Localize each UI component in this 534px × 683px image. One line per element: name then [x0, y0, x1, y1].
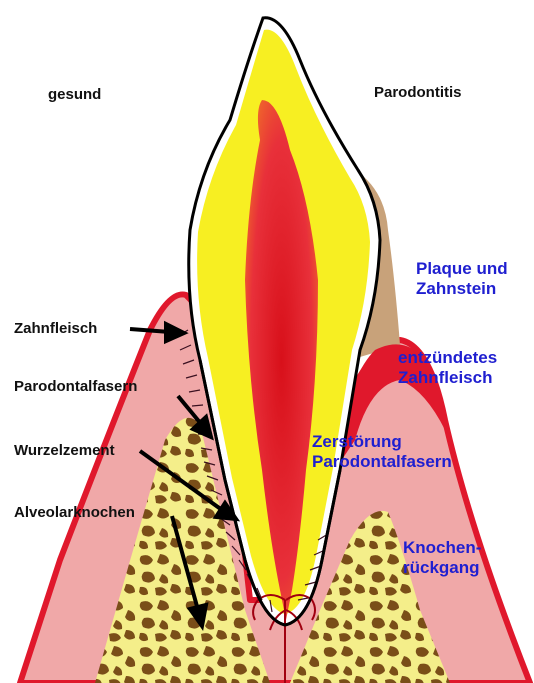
label-parodontalfasern: Parodontalfasern [14, 378, 137, 396]
label-knochen-line2: rückgang [403, 558, 481, 578]
label-plaque-line1: Plaque und [416, 259, 508, 279]
label-wurzelzement: Wurzelzement [14, 442, 115, 460]
label-zahnfleisch: Zahnfleisch [14, 320, 97, 338]
label-zerstoerung-parodontalfasern: Zerstörung Parodontalfasern [312, 432, 452, 473]
label-zerstoerung-line2: Parodontalfasern [312, 452, 452, 472]
heading-periodontitis: Parodontitis [374, 84, 462, 102]
label-knochenrueckgang: Knochen- rückgang [403, 538, 481, 579]
label-knochen-line1: Knochen- [403, 538, 481, 558]
label-entzuendet-line2: Zahnfleisch [398, 368, 497, 388]
label-entzuendet-line1: entzündetes [398, 348, 497, 368]
label-plaque-zahnstein: Plaque und Zahnstein [416, 259, 508, 300]
label-plaque-line2: Zahnstein [416, 279, 508, 299]
label-alveolarknochen: Alveolarknochen [14, 504, 135, 522]
heading-healthy: gesund [48, 86, 101, 104]
label-zerstoerung-line1: Zerstörung [312, 432, 452, 452]
label-entzuendetes-zahnfleisch: entzündetes Zahnfleisch [398, 348, 497, 389]
